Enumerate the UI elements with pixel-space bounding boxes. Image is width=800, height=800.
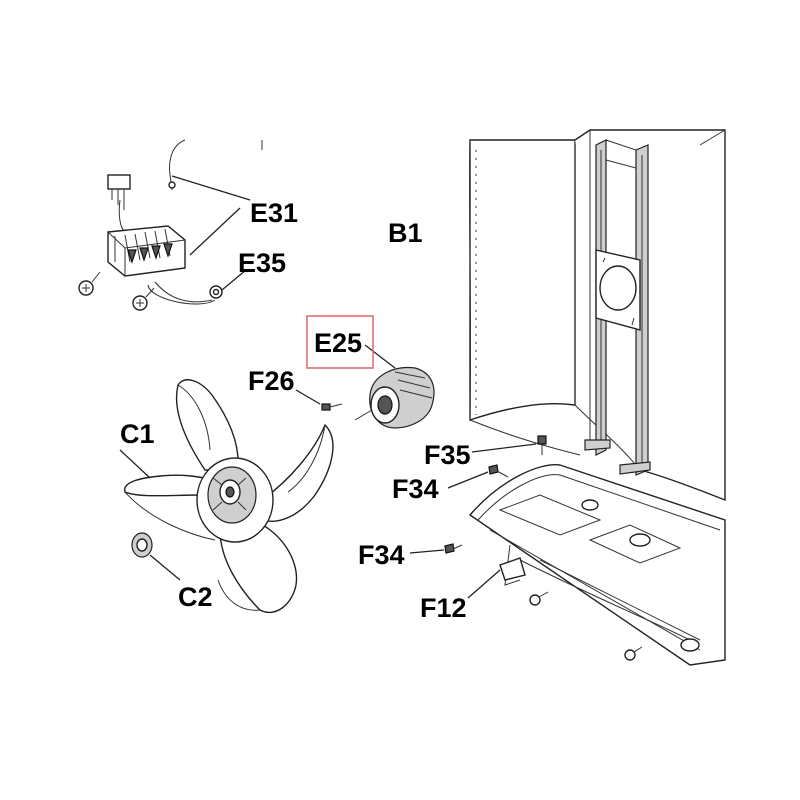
label-f35: F35: [424, 440, 471, 470]
label-e35: E35: [238, 248, 286, 278]
label-e31: E31: [250, 198, 298, 228]
screw-icon: [132, 287, 155, 311]
screw-icon: [447, 464, 509, 489]
label-f34-lower: F34: [358, 540, 405, 570]
terminal-block-assembly: [78, 139, 263, 311]
label-f26: F26: [248, 366, 295, 396]
label-f34-upper: F34: [392, 474, 439, 504]
side-panel-b1: [468, 129, 726, 502]
label-c1: C1: [120, 419, 155, 449]
propeller-fan-icon: [119, 379, 334, 613]
label-f12: F12: [420, 593, 467, 623]
screw-icon: [529, 591, 549, 606]
screw-icon: [409, 543, 463, 554]
terminal-block: [107, 225, 186, 277]
e25-highlight-box: [306, 315, 374, 369]
base-pan-f12: [467, 464, 726, 666]
screw-icon: [471, 435, 547, 455]
screw-icon: [78, 271, 101, 296]
bracket-f12: [499, 557, 526, 581]
label-b1: B1: [388, 218, 423, 248]
fan-hub: [196, 457, 274, 543]
nut-icon: [131, 532, 181, 581]
ring-terminal-e35: [209, 285, 223, 299]
label-e25: E25: [314, 328, 362, 358]
motor-mount-plate: [595, 249, 641, 331]
fan-motor-icon: [354, 344, 435, 429]
screw-icon: [295, 389, 343, 411]
screw-icon: [624, 646, 643, 661]
label-c2: C2: [178, 582, 213, 612]
